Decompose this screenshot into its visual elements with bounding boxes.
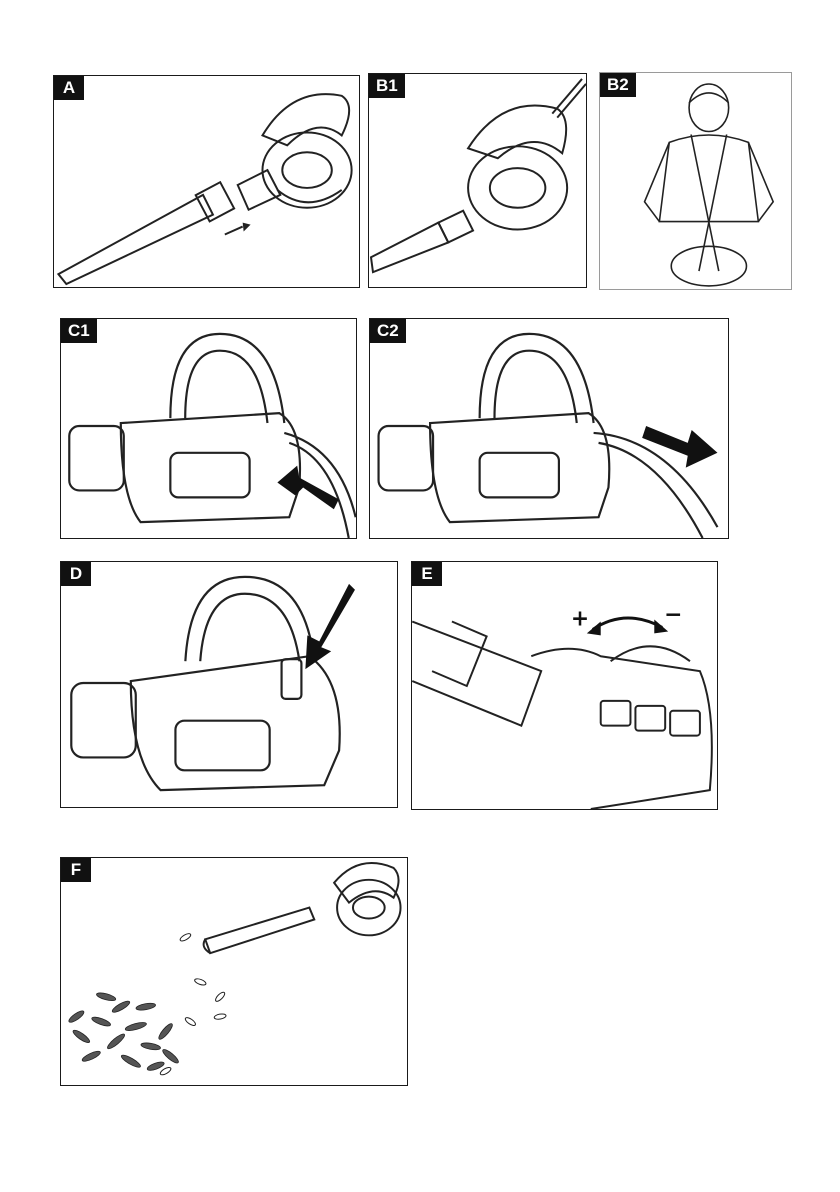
panel-label-c1: C1 — [61, 319, 97, 343]
panel-label-c2: C2 — [370, 319, 406, 343]
panel-label-d: D — [61, 562, 91, 586]
figure-panel-b1: B1 — [368, 73, 587, 288]
figure-panel-b2: B2 — [599, 72, 792, 290]
panel-label-b2: B2 — [600, 73, 636, 97]
figure-panel-a: A — [53, 75, 360, 288]
cord-retainer-illustration — [61, 319, 356, 538]
blowing-leaves-illustration — [61, 858, 407, 1085]
figure-panel-d: D — [60, 561, 398, 808]
curved-double-arrow-icon — [587, 618, 668, 635]
cord-retainer-pull-illustration — [370, 319, 728, 538]
blower-with-strap-illustration — [369, 74, 586, 287]
figure-panel-e: E + − — [411, 561, 718, 810]
figure-panel-f: F — [60, 857, 408, 1086]
person-with-shoulder-strap-illustration — [600, 73, 791, 289]
increase-symbol: + — [571, 606, 589, 631]
panel-label-e: E — [412, 562, 442, 586]
decrease-symbol: − — [664, 603, 682, 628]
panel-label-a: A — [54, 76, 84, 100]
speed-control-illustration: + − — [412, 562, 717, 809]
arrow-icon — [277, 466, 338, 510]
figure-panel-c2: C2 — [369, 318, 729, 539]
panel-label-b1: B1 — [369, 74, 405, 98]
arrow-icon — [642, 426, 717, 468]
figure-panel-c1: C1 — [60, 318, 357, 539]
leaf-pile — [67, 991, 180, 1072]
arrow-icon — [225, 223, 251, 235]
arrow-icon — [305, 584, 355, 669]
panel-label-f: F — [61, 858, 91, 882]
on-off-switch-illustration — [61, 562, 397, 807]
blower-assembly-illustration — [54, 76, 359, 287]
